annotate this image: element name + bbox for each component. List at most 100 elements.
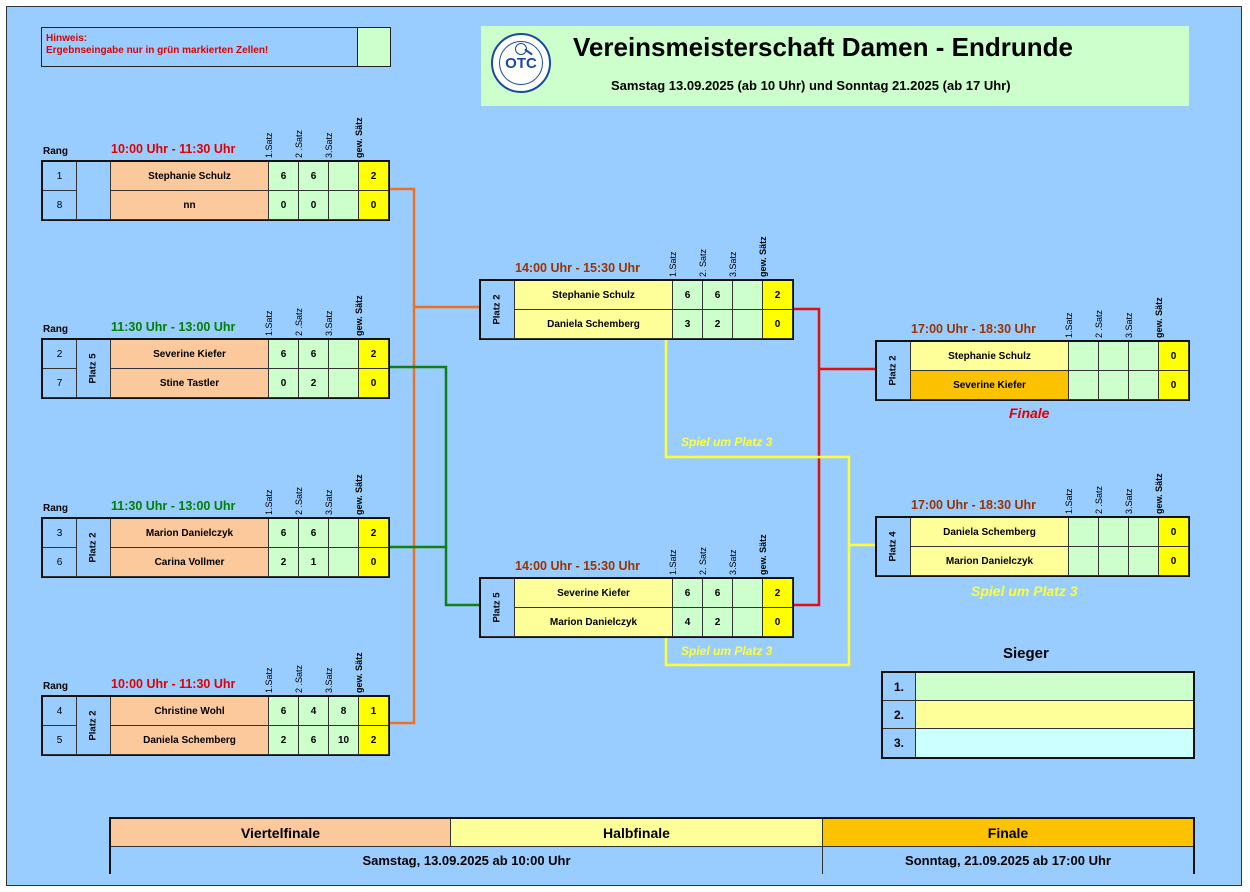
court-cell: Platz 4 [877, 518, 911, 576]
winner-row-1: 1. [883, 673, 1193, 701]
qf3-time: 11:30 Uhr - 13:00 Uhr [111, 499, 236, 513]
set-1-input[interactable]: 3 [673, 310, 703, 339]
set-3-input[interactable] [733, 608, 763, 637]
qf2-colhead-text-4: gew. Sätz [354, 295, 364, 336]
set-1-input[interactable]: 2 [269, 726, 299, 755]
sf2-colhead-text-3: 3.Satz [728, 549, 738, 575]
qf4-rang-label: Rang [43, 681, 68, 692]
qf4-colhead-text-2: 2 .Satz [294, 664, 304, 693]
set-1-input[interactable]: 6 [673, 281, 703, 310]
set-3-input[interactable]: 8 [329, 697, 359, 726]
set-3-input[interactable] [329, 162, 359, 191]
qf4-colhead-4: gew. Sätz [349, 641, 379, 693]
qf1-colhead-text-3: 3.Satz [324, 132, 334, 158]
title-banner: OTC Vereinsmeisterschaft Damen - Endrund… [481, 26, 1189, 106]
qf1-rang-label: Rang [43, 146, 68, 157]
sf1-colhead-4: gew. Sätz [753, 225, 783, 277]
set-2-input[interactable] [1099, 518, 1129, 547]
set-3-input[interactable] [733, 579, 763, 608]
court-label: Platz 2 [887, 355, 899, 386]
bracket-lines [385, 187, 875, 725]
set-2-input[interactable]: 6 [299, 519, 329, 548]
set-2-input[interactable] [1099, 547, 1129, 576]
set-3-input[interactable]: 10 [329, 726, 359, 755]
qf2-colhead-4: gew. Sätz [349, 284, 379, 336]
set-2-input[interactable]: 6 [299, 162, 329, 191]
set-3-input[interactable] [1129, 518, 1159, 547]
set-3-input[interactable] [733, 281, 763, 310]
set-2-input[interactable] [1099, 342, 1129, 371]
player-name: Severine Kiefer [111, 340, 269, 369]
rank-cell: 7 [43, 369, 77, 398]
qf4-colhead-2: 2 .Satz [289, 641, 319, 693]
set-2-input[interactable]: 6 [299, 340, 329, 369]
set-2-input[interactable]: 1 [299, 548, 329, 577]
set-3-input[interactable] [329, 369, 359, 398]
set-3-input[interactable] [733, 310, 763, 339]
set-1-input[interactable]: 6 [673, 579, 703, 608]
set-3-input[interactable] [1129, 547, 1159, 576]
winner-value-2[interactable] [916, 701, 1193, 728]
page-subtitle: Samstag 13.09.2025 (ab 10 Uhr) und Sonnt… [611, 78, 1011, 93]
winner-place-1: 1. [883, 673, 916, 700]
qf3-colhead-text-4: gew. Sätz [354, 474, 364, 515]
sf1-colhead-text-2: 2. Satz [698, 248, 708, 277]
qf2-colhead-text-3: 3.Satz [324, 310, 334, 336]
finale-label: Finale [1009, 405, 1050, 421]
hint-green-cell[interactable] [357, 28, 390, 66]
set-3-input[interactable] [329, 191, 359, 220]
court-cell: Platz 5 [481, 579, 515, 637]
sf1-colhead-2: 2. Satz [693, 225, 723, 277]
hint-text: Hinweis: Ergebnseingabe nur in grün mark… [46, 33, 268, 57]
set-2-input[interactable]: 0 [299, 191, 329, 220]
set-2-input[interactable]: 6 [703, 579, 733, 608]
sf2-colhead-text-1: 1.Satz [668, 549, 678, 575]
set-1-input[interactable]: 6 [269, 519, 299, 548]
set-1-input[interactable] [1069, 342, 1099, 371]
court-cell [77, 162, 111, 220]
set-1-input[interactable]: 4 [673, 608, 703, 637]
hint-title: Hinweis: [46, 33, 88, 44]
third-colhead-text-1: 1.Satz [1064, 488, 1074, 514]
winner-value-1[interactable] [916, 673, 1193, 700]
sf1-colhead-3: 3.Satz [723, 225, 753, 277]
set-3-input[interactable] [329, 519, 359, 548]
sf1-colhead-text-1: 1.Satz [668, 251, 678, 277]
court-cell: Platz 2 [77, 519, 111, 577]
qf3-rang-label: Rang [43, 503, 68, 514]
hint-box: Hinweis: Ergebnseingabe nur in grün mark… [41, 27, 391, 67]
sf2-colhead-2: 2. Satz [693, 523, 723, 575]
set-1-input[interactable]: 6 [269, 162, 299, 191]
set-1-input[interactable]: 0 [269, 191, 299, 220]
winner-value-3[interactable] [916, 729, 1193, 757]
set-2-input[interactable]: 4 [299, 697, 329, 726]
set-2-input[interactable]: 2 [703, 608, 733, 637]
winners-table: 1. 2. 3. [881, 671, 1195, 759]
set-1-input[interactable]: 6 [269, 340, 299, 369]
sets-won: 0 [359, 191, 389, 220]
set-3-input[interactable] [329, 340, 359, 369]
court-cell: Platz 2 [877, 342, 911, 400]
qf1-colhead-1: 1.Satz [259, 106, 289, 158]
page-title: Vereinsmeisterschaft Damen - Endrunde [573, 32, 1073, 62]
set-1-input[interactable]: 2 [269, 548, 299, 577]
court-label: Platz 5 [491, 592, 503, 623]
sf2-colhead-1: 1.Satz [663, 523, 693, 575]
set-3-input[interactable] [329, 548, 359, 577]
qf2-rang-label: Rang [43, 324, 68, 335]
set-1-input[interactable]: 6 [269, 697, 299, 726]
set-2-input[interactable]: 2 [703, 310, 733, 339]
set-2-input[interactable]: 6 [299, 726, 329, 755]
set-2-input[interactable]: 2 [299, 369, 329, 398]
set-2-input[interactable] [1099, 371, 1129, 400]
qf3-colhead-text-3: 3.Satz [324, 489, 334, 515]
set-1-input[interactable] [1069, 518, 1099, 547]
set-1-input[interactable] [1069, 547, 1099, 576]
set-1-input[interactable] [1069, 371, 1099, 400]
set-2-input[interactable]: 6 [703, 281, 733, 310]
set-3-input[interactable] [1129, 371, 1159, 400]
qf2-colhead-3: 3.Satz [319, 284, 349, 336]
set-3-input[interactable] [1129, 342, 1159, 371]
set-1-input[interactable]: 0 [269, 369, 299, 398]
